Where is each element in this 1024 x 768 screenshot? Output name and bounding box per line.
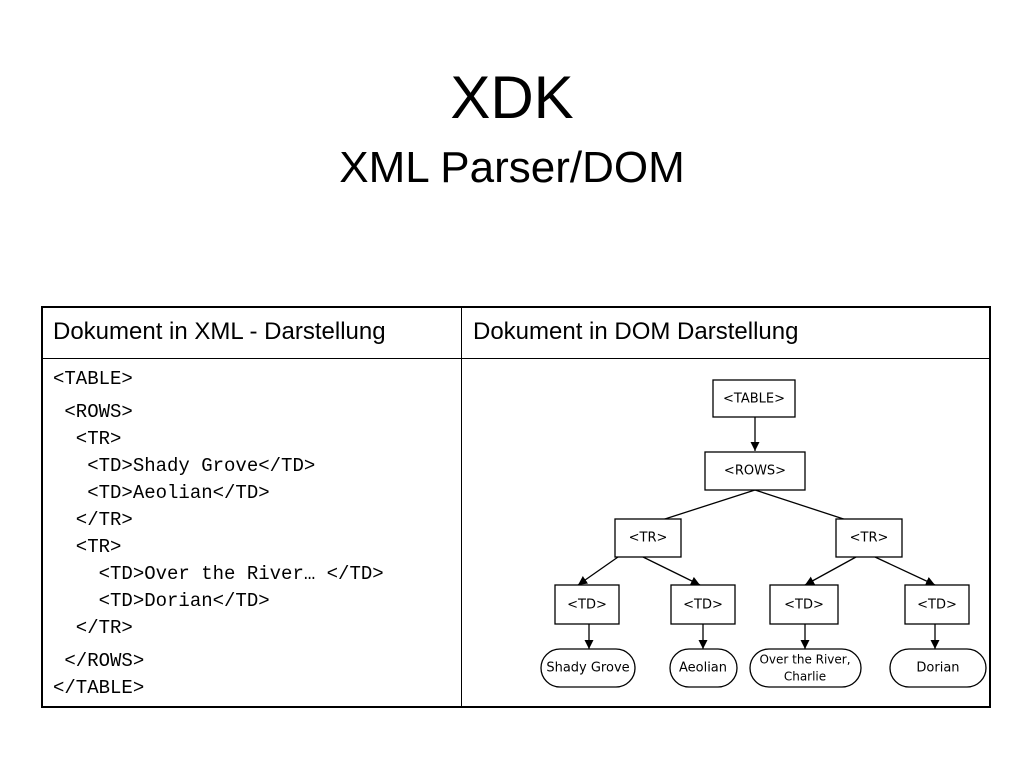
leaf-node-4 [889,648,987,688]
header-divider [43,358,989,359]
edge-tr2-td3 [804,556,857,586]
xml-line: </TR> [53,617,133,639]
node-tr1 [614,518,682,558]
xml-line: </TR> [53,509,133,531]
node-table [712,379,796,418]
edge-tr2-td4 [874,556,936,586]
edge-tr1-td2 [642,556,701,586]
xml-line: <ROWS> [53,401,133,423]
header-xml: Dokument in XML - Darstellung [53,318,386,345]
header-dom: Dokument in DOM Darstellung [473,318,799,345]
node-td1 [554,584,620,625]
leaf-node-2 [669,648,738,688]
leaf-node-3 [749,648,862,688]
node-td3-label: <TD> [784,598,824,613]
xml-line: </TABLE> [53,677,145,699]
slide-title: XDK [450,64,574,131]
leaf-4-label: Dorian [916,661,959,676]
node-tr2 [835,518,903,558]
column-divider [461,308,462,706]
node-td3 [769,584,839,625]
node-td1-label: <TD> [567,598,607,613]
xml-line: </ROWS> [53,650,145,672]
node-rows-label: <ROWS> [724,464,786,479]
xml-code-block: <TABLE> <ROWS> <TR> <TD>Shady Grove</TD>… [53,366,384,702]
node-table-label: <TABLE> [723,392,785,407]
leaf-2-label: Aeolian [679,661,727,676]
node-td4 [904,584,970,625]
node-rows [704,451,806,491]
leaf-node-1 [540,648,636,688]
leaf-3-label-line2: Charlie [784,670,826,684]
xml-line: <TD>Over the River… </TD> [53,563,384,585]
leaf-3-label-line1: Over the River, [759,653,850,667]
xml-line: <TR> [53,536,122,558]
xml-line: <TD>Aeolian</TD> [53,482,270,504]
comparison-table: Dokument in XML - Darstellung Dokument i… [41,306,991,708]
node-td2-label: <TD> [683,598,723,613]
xml-line: <TD>Shady Grove</TD> [53,455,316,477]
xml-line: <TABLE> [53,368,133,390]
xml-line: <TD>Dorian</TD> [53,590,270,612]
dom-tree-diagram: <TABLE> <ROWS> <TR> <TR> <TD> <TD> <TD> … [463,359,989,709]
edge-tr1-td1 [577,556,619,586]
xml-line: <TR> [53,428,122,450]
leaf-1-label: Shady Grove [546,661,629,676]
node-tr2-label: <TR> [850,531,889,546]
node-td2 [670,584,736,625]
slide-subtitle: XML Parser/DOM [339,143,685,192]
node-tr1-label: <TR> [629,531,668,546]
node-td4-label: <TD> [917,598,957,613]
